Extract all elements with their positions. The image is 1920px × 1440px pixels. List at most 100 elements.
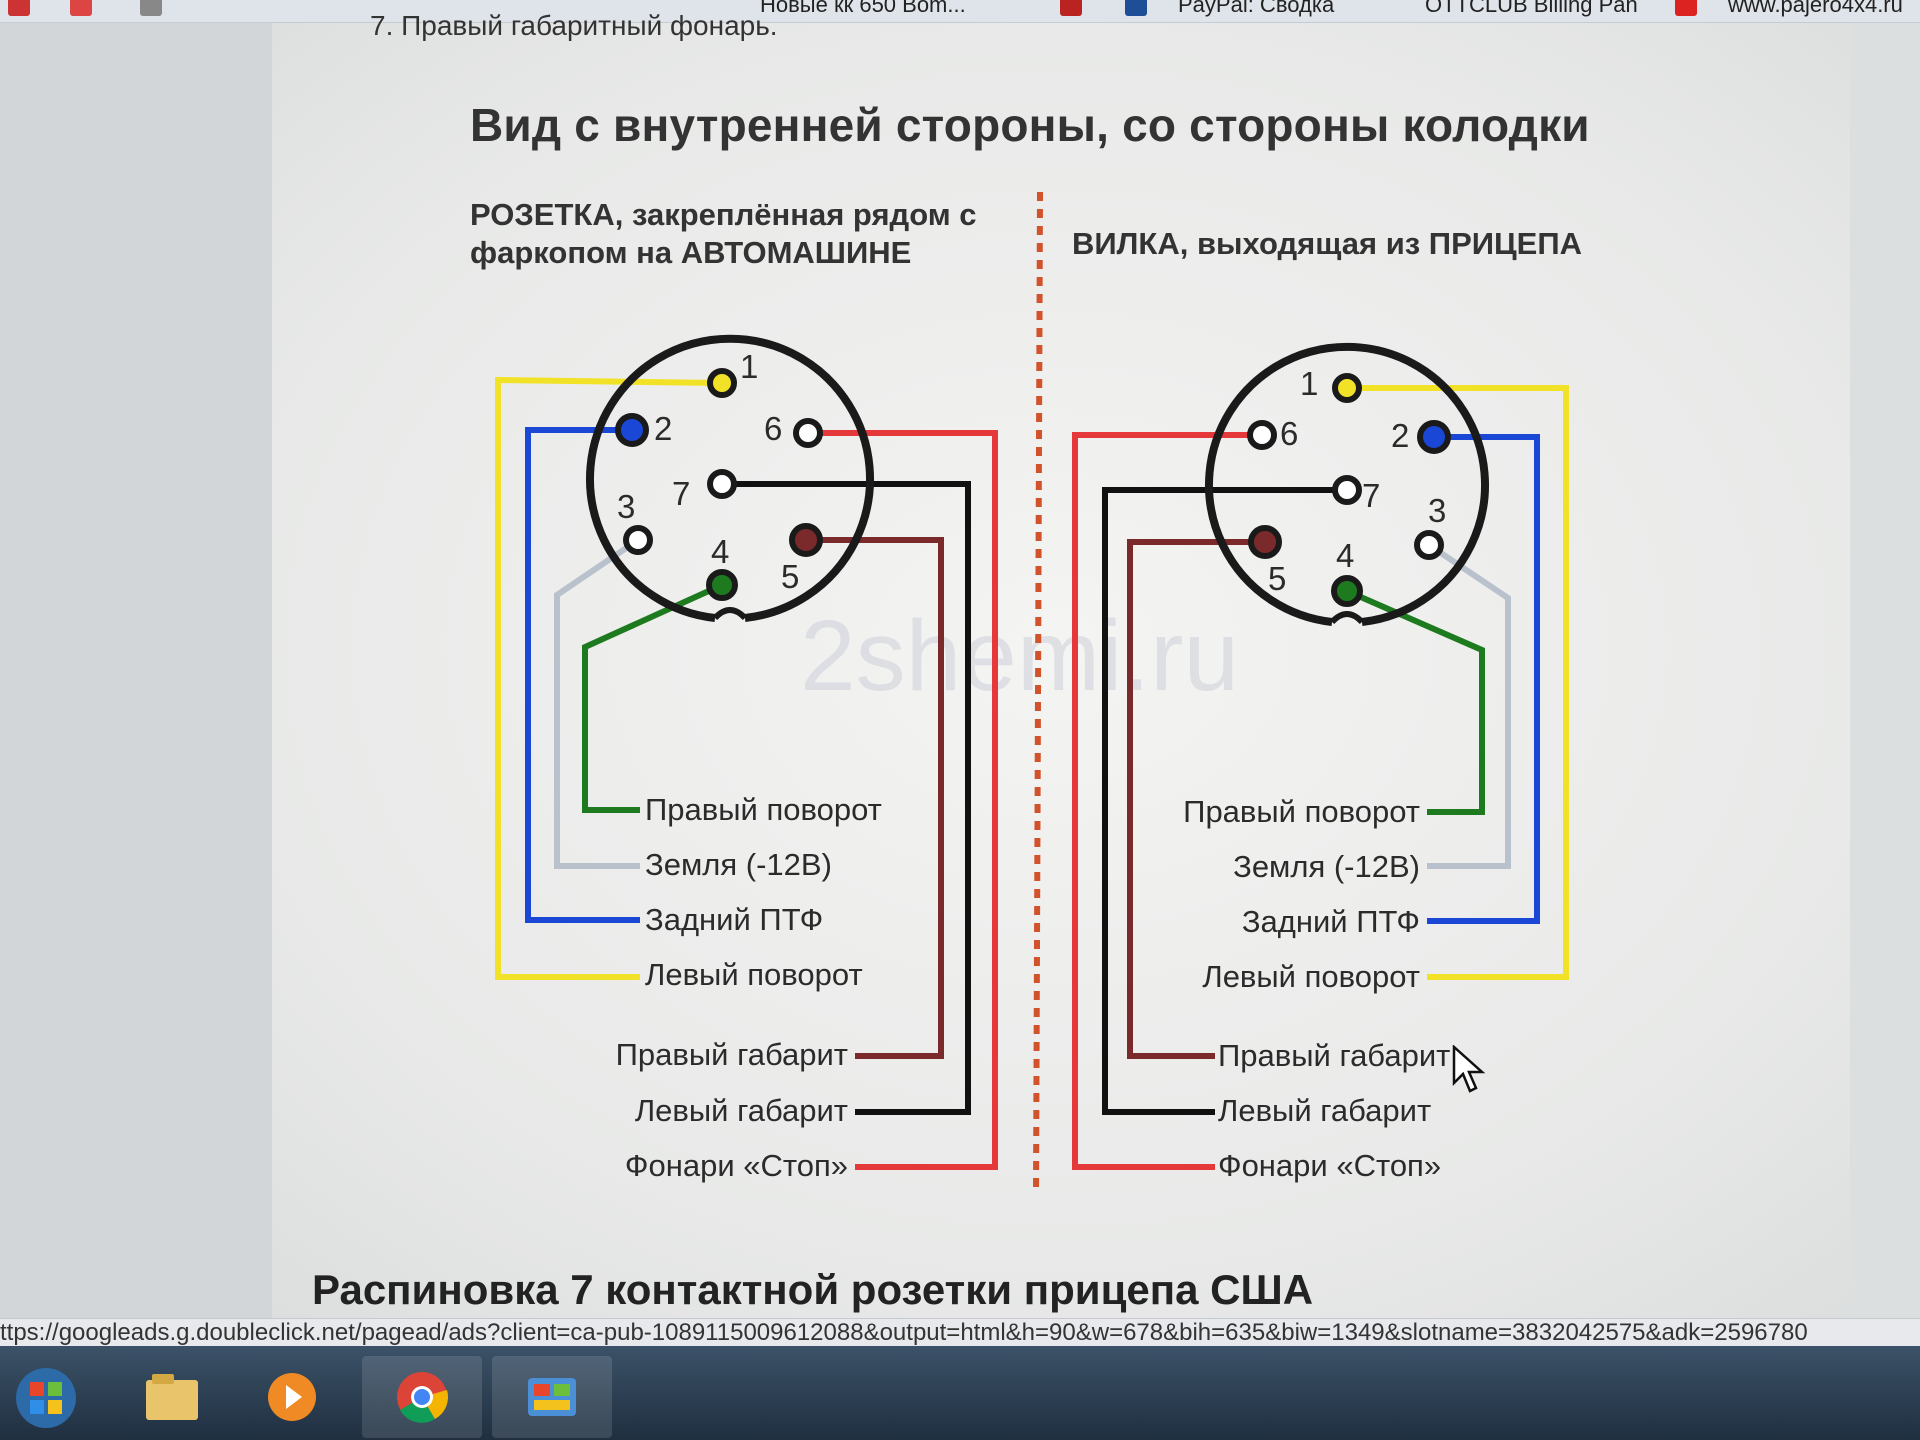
label-ground: Земля (-12В) xyxy=(645,847,832,882)
pin-1 xyxy=(707,368,737,398)
label-right-turn: Правый поворот xyxy=(645,792,882,827)
previous-section-text: 7. Правый габаритный фонарь. xyxy=(370,10,778,41)
pin-number: 6 xyxy=(1280,415,1298,452)
pin-number: 2 xyxy=(654,410,672,447)
socket-pins xyxy=(615,368,823,601)
wire-gray xyxy=(554,537,640,869)
wire-red xyxy=(1072,432,1262,1170)
bookmark-item[interactable]: www.pajero4x4.ru xyxy=(1728,0,1903,17)
pin-6 xyxy=(1247,420,1277,450)
label-rear-fog: Задний ПТФ xyxy=(645,902,823,937)
label-left-marker: Левый габарит xyxy=(1218,1093,1431,1128)
plug-subtitle: ВИЛКА, выходящая из ПРИЦЕПА xyxy=(1072,226,1583,261)
bookmark-icon xyxy=(1060,0,1082,16)
label-left-marker: Левый габарит xyxy=(635,1093,848,1128)
mouse-cursor-icon xyxy=(1452,1045,1486,1093)
pin-number: 3 xyxy=(617,488,635,525)
wire-gray xyxy=(1427,542,1511,869)
diagram-title: Вид с внутренней стороны, со стороны кол… xyxy=(470,99,1590,151)
pin-3 xyxy=(1414,530,1444,560)
file-explorer-icon xyxy=(146,1374,198,1420)
socket-subtitle: РОЗЕТКА, закреплённая рядом с фаркопом н… xyxy=(470,197,977,270)
plug-connector xyxy=(1205,342,1489,626)
label-left-turn: Левый поворот xyxy=(1202,959,1420,994)
label-left-turn: Левый поворот xyxy=(645,957,863,992)
bookmark-icon[interactable] xyxy=(70,0,92,16)
pin-number: 1 xyxy=(1300,365,1318,402)
media-player-icon xyxy=(268,1373,316,1421)
watermark: 2shemi.ru xyxy=(800,600,1239,712)
label-right-turn: Правый поворот xyxy=(1183,794,1420,829)
pin-7 xyxy=(707,469,737,499)
wire-black xyxy=(722,481,971,1115)
control-panel-icon xyxy=(528,1378,576,1416)
taskbar-chrome[interactable] xyxy=(362,1356,482,1438)
plug-pins xyxy=(1247,373,1451,607)
center-divider xyxy=(1033,191,1043,1196)
plug-pin-numbers: 1 2 3 4 5 6 7 xyxy=(1268,365,1446,597)
pin-7 xyxy=(1332,475,1362,505)
pin-5 xyxy=(789,523,823,557)
label-stop-lights: Фонари «Стоп» xyxy=(1218,1148,1441,1183)
status-url: ttps://googleads.g.doubleclick.net/pagea… xyxy=(0,1319,1808,1346)
taskbar-media-player[interactable] xyxy=(232,1356,352,1438)
pin-number: 4 xyxy=(711,533,729,570)
wire-black xyxy=(1102,487,1347,1115)
label-stop-lights: Фонари «Стоп» xyxy=(625,1148,848,1183)
chrome-icon xyxy=(397,1372,449,1423)
pin-1 xyxy=(1332,373,1362,403)
wire-brown xyxy=(1127,539,1265,1059)
pin-2 xyxy=(1417,420,1451,454)
wire-green xyxy=(582,582,724,813)
article-caption: Распиновка 7 контактной розетки прицепа … xyxy=(312,1266,1314,1313)
paypal-icon xyxy=(1125,0,1147,16)
bookmark-item[interactable]: Новые кк 650 Bom... xyxy=(760,0,966,17)
pin-number: 5 xyxy=(781,558,799,595)
start-button[interactable] xyxy=(0,1356,100,1438)
bookmark-icon[interactable] xyxy=(8,0,30,16)
page-right-margin xyxy=(1850,0,1920,1345)
pin-number: 3 xyxy=(1428,492,1446,529)
pin-number: 5 xyxy=(1268,560,1286,597)
label-right-marker: Правый габарит xyxy=(616,1037,848,1072)
pin-4 xyxy=(1331,575,1363,607)
plug-labels: Правый поворот Земля (-12В) Задний ПТФ Л… xyxy=(1183,794,1450,1183)
bookmark-icon[interactable] xyxy=(140,0,162,16)
wire-blue xyxy=(525,427,640,923)
pin-number: 4 xyxy=(1336,537,1354,574)
bookmark-item[interactable]: OTTCLUB Billing Pan xyxy=(1425,0,1638,17)
socket-connector xyxy=(586,334,874,622)
label-ground: Земля (-12В) xyxy=(1233,849,1420,884)
wire-red xyxy=(808,430,998,1170)
taskbar-control-panel[interactable] xyxy=(492,1356,612,1438)
wire-blue xyxy=(1427,434,1540,924)
pin-number: 7 xyxy=(1362,477,1380,514)
page-left-margin xyxy=(0,0,272,1345)
label-rear-fog: Задний ПТФ xyxy=(1242,904,1420,939)
start-orb-icon xyxy=(16,1368,76,1428)
taskbar xyxy=(0,1346,1920,1440)
taskbar-explorer[interactable] xyxy=(112,1356,232,1438)
wire-yellow xyxy=(495,376,723,980)
socket-wires xyxy=(495,376,998,1170)
status-bar: ttps://googleads.g.doubleclick.net/pagea… xyxy=(0,1318,1920,1347)
bookmark-item[interactable]: PayPal: Сводка xyxy=(1178,0,1335,17)
wire-yellow xyxy=(1347,385,1569,980)
pin-number: 2 xyxy=(1391,417,1409,454)
socket-pin-numbers: 1 2 3 4 5 6 7 xyxy=(617,348,799,595)
pin-number: 7 xyxy=(672,475,690,512)
pin-number: 1 xyxy=(740,348,758,385)
pin-3 xyxy=(623,525,653,555)
bookmarks-bar: Новые кк 650 Bom... PayPal: Сводка OTTCL… xyxy=(0,0,1920,23)
pin-4 xyxy=(706,569,738,601)
pin-5 xyxy=(1248,525,1282,559)
plug-wires xyxy=(1072,385,1569,1170)
pin-6 xyxy=(793,418,823,448)
pin-number: 6 xyxy=(764,410,782,447)
label-right-marker: Правый габарит xyxy=(1218,1038,1450,1073)
wire-green xyxy=(1345,588,1485,815)
socket-labels: Правый поворот Земля (-12В) Задний ПТФ Л… xyxy=(616,792,882,1183)
wire-brown xyxy=(806,537,944,1059)
